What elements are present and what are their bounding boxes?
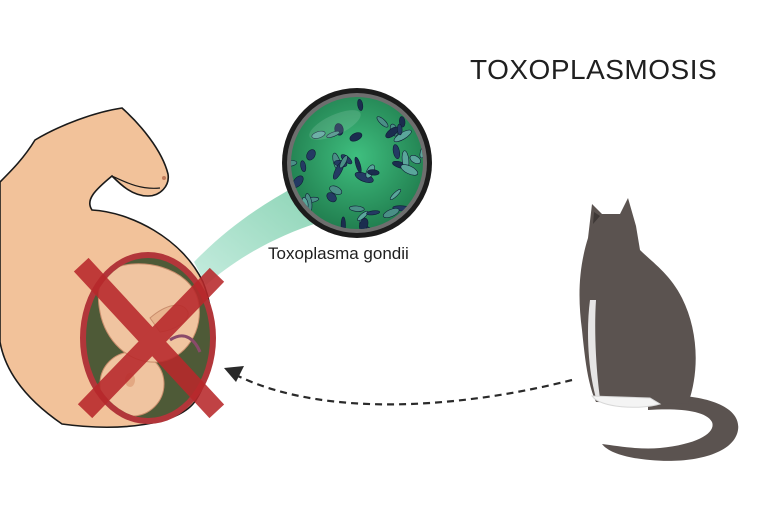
cat-paws (591, 395, 662, 408)
parasite-cell (366, 210, 380, 216)
parasite-cell (400, 164, 419, 176)
parasite-cell (354, 156, 362, 173)
cat-tail (602, 395, 739, 461)
parasite-cell (367, 169, 380, 176)
pregnant-woman-icon (0, 107, 225, 428)
page-title: TOXOPLASMOSIS (470, 54, 718, 85)
woman-breast-line (111, 175, 161, 189)
arrow-head (224, 366, 244, 382)
parasite-cell (359, 217, 369, 229)
lens-glare (309, 110, 361, 140)
parasite-cell (340, 216, 346, 229)
parasite-cell (329, 185, 343, 195)
parasite-cell (349, 205, 365, 212)
parasite-cell (409, 155, 421, 164)
dashed-arrow-icon (224, 366, 573, 406)
cat-ear-inner (593, 212, 600, 224)
parasite-cell (300, 160, 307, 173)
parasite-cell (392, 144, 401, 159)
parasite-label: Toxoplasma gondii (268, 244, 409, 263)
parasite-cell (306, 149, 316, 161)
parasite-cell (396, 123, 403, 136)
cat-chest-highlight (588, 300, 600, 398)
parasite-cell (326, 130, 340, 138)
arrow-line (237, 375, 573, 406)
parasite-cell (382, 208, 400, 218)
parasite-cell (389, 189, 402, 200)
parasite-cell (357, 98, 364, 111)
parasite-cell (349, 132, 363, 142)
parasite-cell (339, 155, 348, 169)
magnified-parasite-icon (282, 88, 432, 238)
parasite-cell (291, 160, 298, 167)
woman-nipple (162, 176, 166, 180)
cat-body (579, 198, 696, 404)
parasite-cell (326, 192, 337, 203)
cat-icon (579, 198, 739, 461)
parasite-cell (311, 130, 326, 139)
parasite-cell (357, 210, 369, 221)
umbilical-cord (169, 334, 202, 353)
cross-mark-icon (73, 257, 225, 419)
magnifier-beam (194, 186, 320, 285)
parasite-cell (376, 116, 389, 128)
